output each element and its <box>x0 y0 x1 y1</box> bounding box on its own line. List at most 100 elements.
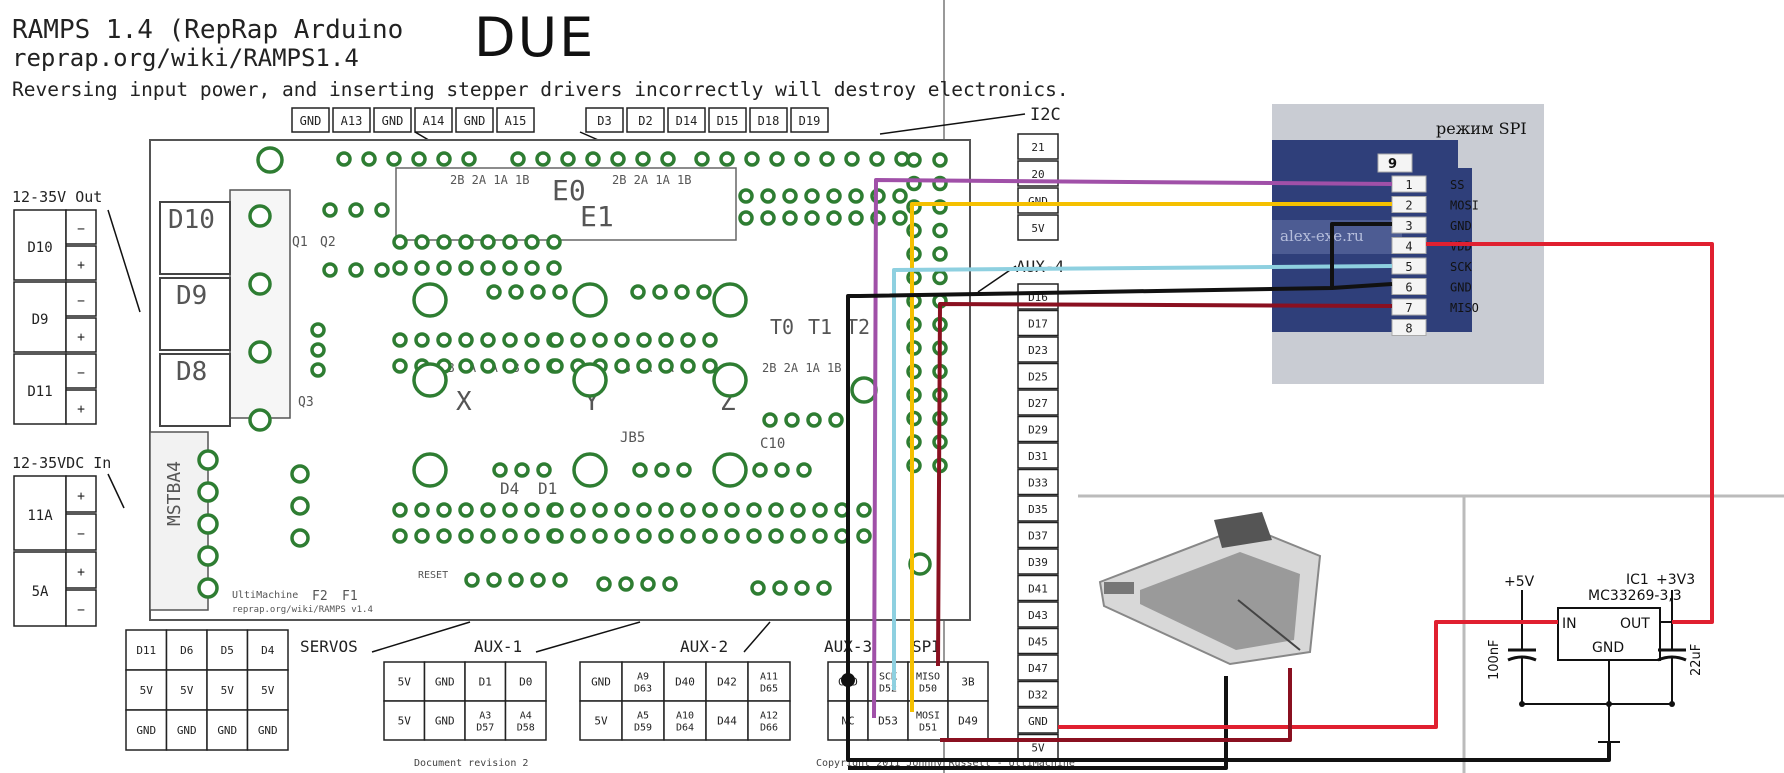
pcb-pad <box>702 528 718 544</box>
cap-out-label: 22uF <box>1689 644 1704 676</box>
sd-mode-label: режим SPI <box>1436 119 1527 138</box>
pcb-pad <box>826 188 842 204</box>
grid-cell <box>705 700 749 741</box>
grid-cell <box>246 669 289 711</box>
pcb-pad <box>436 528 452 544</box>
pcb-pad <box>738 188 754 204</box>
pcb-pad <box>524 260 540 276</box>
grid-cell <box>907 700 949 741</box>
terminal-name: D9 <box>32 312 49 328</box>
pcb-pad <box>436 260 452 276</box>
pcb-pad <box>336 151 352 167</box>
terminal-name-box <box>13 209 67 281</box>
grid-cell-label: D57 <box>476 723 494 734</box>
pcb-pad <box>572 452 608 488</box>
pcb-pad <box>548 502 564 518</box>
grid-cell <box>621 700 665 741</box>
terminal-polarity-box <box>65 389 97 425</box>
pcb-pad <box>712 362 748 398</box>
ic-in: IN <box>1562 616 1577 632</box>
pcb-pad <box>724 528 740 544</box>
terminal-polarity-box <box>65 209 97 245</box>
pin-label: D18 <box>758 114 780 128</box>
pcb-pad <box>530 284 546 300</box>
terminal-name-box <box>13 281 67 353</box>
ic-label: IC1 <box>1626 572 1649 588</box>
grid-cell-label: A5 <box>637 711 649 722</box>
pcb-pad <box>738 210 754 226</box>
pcb-pad <box>412 362 448 398</box>
sd-pin-name: SS <box>1450 178 1464 192</box>
pcb-pad <box>702 502 718 518</box>
pin-box <box>1017 601 1059 628</box>
pcb-pad <box>552 284 568 300</box>
d9-text: D9 <box>176 281 207 311</box>
pcb-pad <box>680 358 696 374</box>
pcb-pad <box>570 332 586 348</box>
grid-cell <box>504 700 547 741</box>
pcb-pad <box>348 202 364 218</box>
pin-label: D15 <box>717 114 739 128</box>
grid-cell-label: MOSI <box>916 711 940 722</box>
grid-cell-label: D42 <box>717 676 737 689</box>
sd-pin-name: GND <box>1450 281 1472 295</box>
ramps-pcb-board: MSTBA4 D10 D9 D8 E0 E1 X Y Z T0 T1 T2 2B… <box>149 139 971 621</box>
pcb-pad <box>712 452 748 488</box>
grid-cell-label: GND <box>258 724 278 737</box>
out-label: 12-35V Out <box>12 188 102 206</box>
grid-cell-label: D44 <box>717 715 737 728</box>
pcb-pad <box>782 210 798 226</box>
grid-cell-label: 5V <box>180 684 194 697</box>
d10-text: D10 <box>168 205 215 235</box>
pcb-pad <box>768 502 784 518</box>
pcb-pad <box>614 502 630 518</box>
pcb-pad <box>658 502 674 518</box>
pcb-pad <box>796 462 812 478</box>
aux3-spi-pin-grid: GNDSCKD52MISOD503BNCD53MOSID51D49 <box>827 661 989 741</box>
terminal-name: 5A <box>32 584 49 600</box>
pcb-pad <box>848 188 864 204</box>
pcb-pad <box>592 332 608 348</box>
pin-label: A15 <box>505 114 527 128</box>
pcb-pad <box>480 234 496 250</box>
pcb-pad <box>794 580 810 596</box>
grid-cell-label: 5V <box>594 715 608 728</box>
c10-text: C10 <box>760 436 785 452</box>
terminal-name: D10 <box>27 240 52 256</box>
pcb-pad <box>772 580 788 596</box>
junction-dot <box>841 673 855 687</box>
pcb-pad <box>502 260 518 276</box>
wire-sck <box>892 264 1393 690</box>
pcb-pad <box>694 151 710 167</box>
pcb-pad <box>310 362 326 378</box>
pcb-pad <box>502 528 518 544</box>
ramps-warning: Reversing input power, and inserting ste… <box>12 78 1069 101</box>
pcb-pad <box>782 188 798 204</box>
pin-box <box>332 107 371 133</box>
pin-box <box>1017 468 1059 496</box>
grid-cell-label: D40 <box>675 676 695 689</box>
grid-cell-label: GND <box>435 715 455 728</box>
pcb-pad <box>486 572 502 588</box>
grid-cell-label: MISO <box>916 672 940 683</box>
pcb-pad <box>654 462 670 478</box>
pcb-pad <box>804 188 820 204</box>
i2c-label: I2C <box>1030 105 1061 125</box>
pcb-pad <box>458 260 474 276</box>
f1-text: F1 <box>342 589 358 604</box>
terminal-polarity: + <box>77 258 85 273</box>
grid-cell <box>907 661 949 702</box>
sd-pin-name: SCK <box>1450 260 1472 274</box>
pcb-pad <box>806 412 822 428</box>
d8-text: D8 <box>176 357 207 387</box>
pcb-pad <box>412 452 448 488</box>
wire-vdd <box>1426 242 1714 624</box>
pcb-pad <box>546 234 562 250</box>
pcb-pad <box>894 151 910 167</box>
tag-text: UltiMachine <box>232 590 298 601</box>
pin-label: D37 <box>1028 530 1048 543</box>
v-in-label: +5V <box>1504 574 1535 590</box>
pcb-pad <box>436 151 452 167</box>
